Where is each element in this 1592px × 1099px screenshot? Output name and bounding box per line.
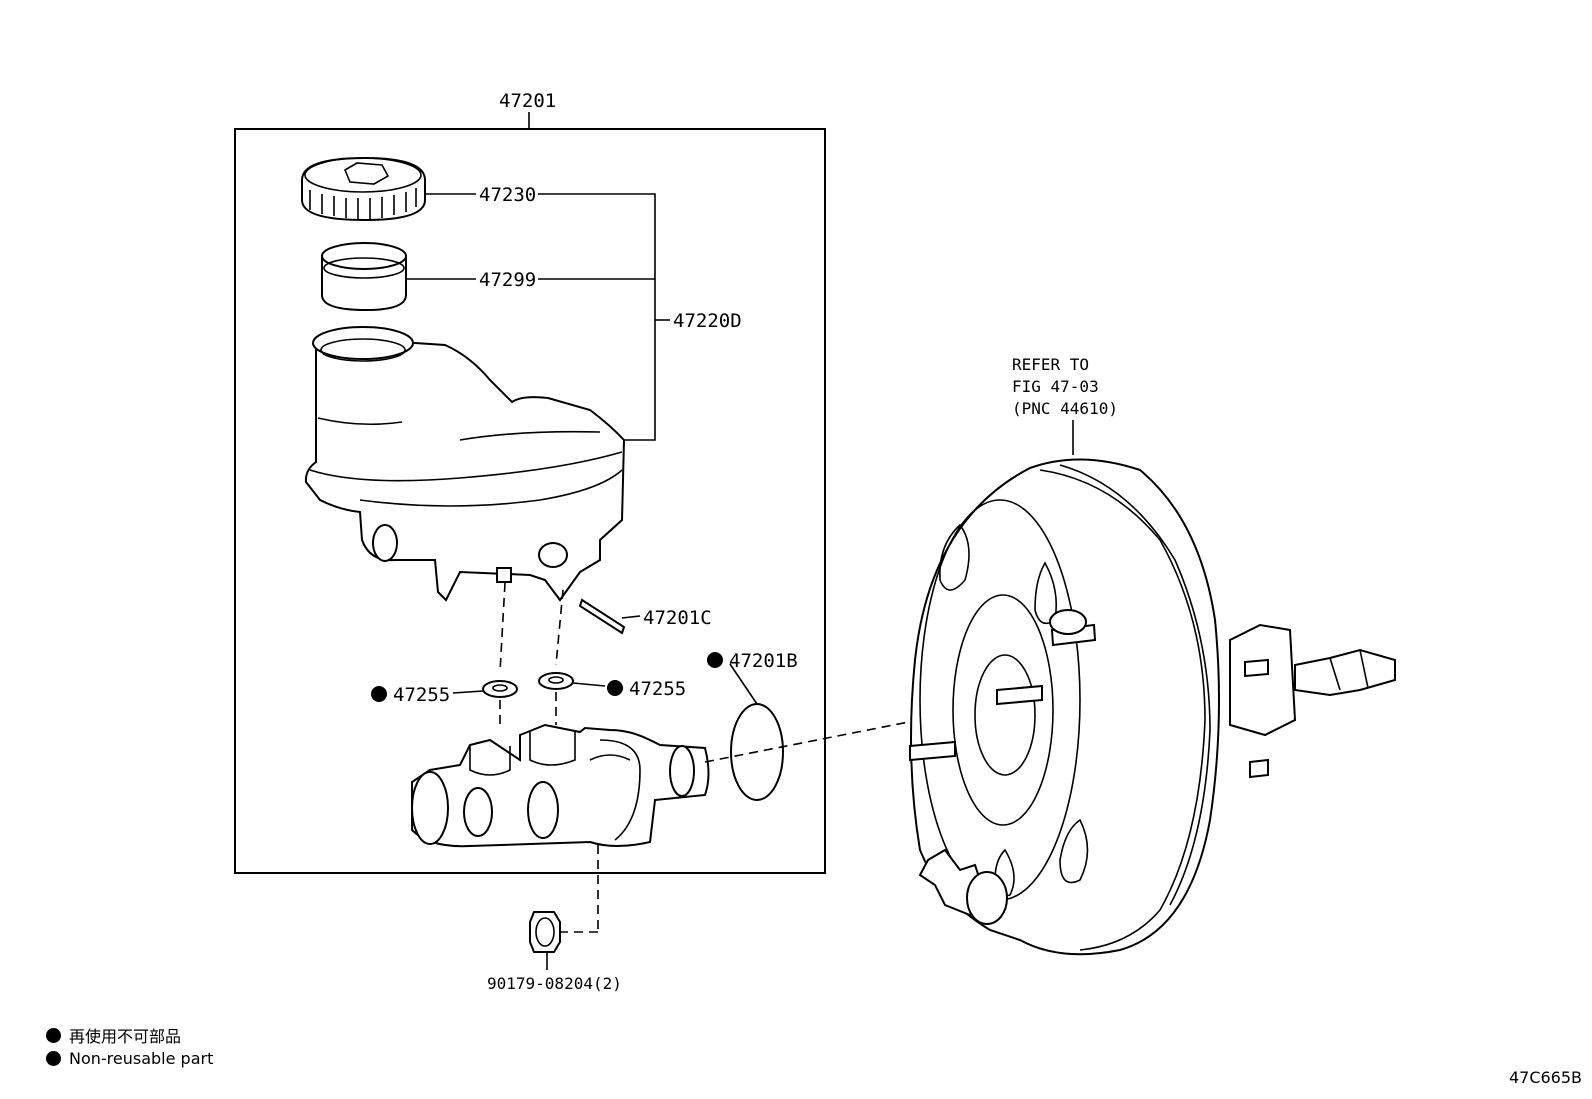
reservoir-strainer xyxy=(321,242,407,312)
legend-text-japanese: 再使用不可部品 xyxy=(69,1027,182,1046)
legend-text-english: Non-reusable part xyxy=(69,1049,214,1068)
label-47299: 47299 xyxy=(479,269,536,291)
non-reusable-dot-oring xyxy=(707,652,723,668)
master-cylinder xyxy=(411,723,710,848)
label-47255-left: 47255 xyxy=(393,684,450,706)
legend-dot-icon xyxy=(46,1027,61,1043)
assembly-frame xyxy=(234,128,826,874)
label-47230: 47230 xyxy=(479,184,536,206)
label-47201B: 47201B xyxy=(729,650,798,672)
label-47201C: 47201C xyxy=(643,607,712,629)
label-47220D: 47220D xyxy=(673,310,742,332)
reservoir-cap xyxy=(301,156,426,222)
grommet-left xyxy=(482,680,518,698)
legend-english: Non-reusable part xyxy=(46,1049,213,1068)
non-reusable-dot-left xyxy=(371,686,387,702)
label-47255-right: 47255 xyxy=(629,678,686,700)
brake-booster xyxy=(909,458,1396,956)
legend-dot-icon xyxy=(46,1051,61,1066)
label-47201: 47201 xyxy=(499,90,556,112)
refer-line-3: (PNC 44610) xyxy=(1012,399,1118,418)
legend-japanese: 再使用不可部品 xyxy=(46,1023,181,1047)
grommet-right xyxy=(538,672,574,690)
non-reusable-dot-right xyxy=(607,680,623,696)
reservoir-tank xyxy=(304,326,626,602)
flange-nut xyxy=(529,911,561,953)
refer-line-1: REFER TO xyxy=(1012,355,1089,374)
figure-id: 47C665B xyxy=(1508,1068,1582,1087)
refer-line-2: FIG 47-03 xyxy=(1012,377,1099,396)
label-90179-08204: 90179-08204(2) xyxy=(487,974,622,993)
